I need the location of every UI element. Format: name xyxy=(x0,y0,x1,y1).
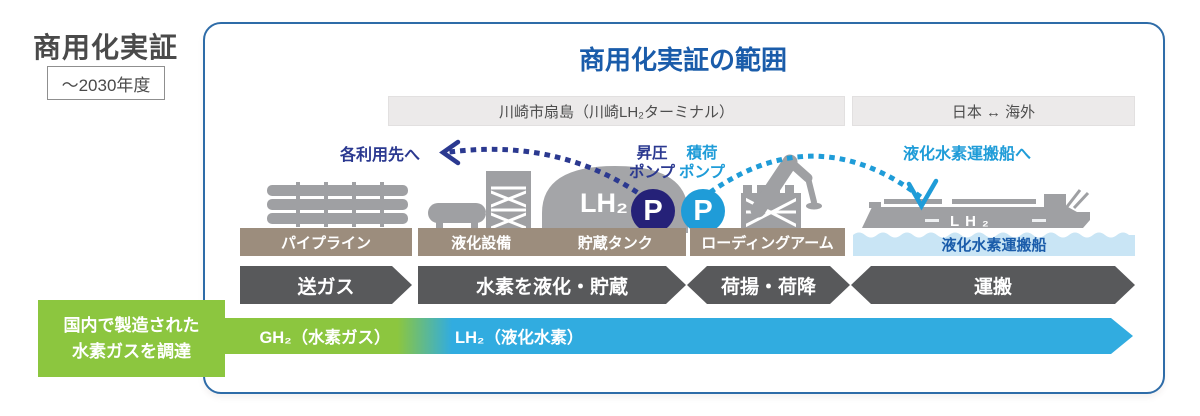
to-users-label: 各利用先へ xyxy=(340,147,421,164)
flow-gh2-label: GH₂（水素ガス） xyxy=(259,329,391,347)
storage-tank-caption: 貯蔵タンク xyxy=(577,234,653,252)
boost-pump-label-line1: 昇圧 xyxy=(636,145,668,162)
domestic-supply-box: 国内で製造された 水素ガスを調達 xyxy=(38,300,225,377)
scope-title: 商用化実証の範囲 xyxy=(578,45,787,75)
liquefaction-caption-bar: 液化設備 貯蔵タンク xyxy=(418,228,686,256)
boost-pump-icon: P xyxy=(631,189,675,233)
process-step-gas-send: 送ガス xyxy=(240,266,412,304)
process-step-transport: 運搬 xyxy=(851,266,1135,304)
loading-pump-symbol: P xyxy=(693,194,713,227)
liquefaction-caption: 液化設備 xyxy=(451,234,512,252)
flow-lh2-label: LH₂（液化水素） xyxy=(455,329,584,347)
loading-pump-label: 積荷 ポンプ xyxy=(674,144,730,182)
boost-pump-symbol: P xyxy=(643,194,663,227)
process-step-liquefy-store: 水素を液化・貯蔵 xyxy=(418,266,686,304)
loading-pump-label-line2: ポンプ xyxy=(678,164,726,181)
loading-pump-icon: P xyxy=(681,189,725,233)
boost-pump-label: 昇圧 ポンプ xyxy=(624,144,680,182)
supply-line2: 水素ガスを調達 xyxy=(72,341,191,361)
terminal-header: 川崎市扇島（川崎LH₂ターミナル） xyxy=(388,96,845,126)
period-box: ～2030年度 xyxy=(47,66,165,100)
to-ship-label: 液化水素運搬船へ xyxy=(903,146,1032,163)
boost-pump-label-line2: ポンプ xyxy=(628,164,676,181)
loading-arm-caption: ローディングアーム xyxy=(690,228,845,256)
process-step-label: 運搬 xyxy=(973,276,1012,298)
carrier-caption: 液化水素運搬船 xyxy=(941,236,1047,254)
process-step-label: 荷揚・荷降 xyxy=(720,276,816,298)
process-step-load-unload: 荷揚・荷降 xyxy=(687,266,850,304)
page-title: 商用化実証 xyxy=(33,32,179,63)
supply-line1: 国内で製造された xyxy=(63,315,200,335)
period-label: ～2030年度 xyxy=(61,75,151,95)
pipeline-caption: パイプライン xyxy=(240,228,412,256)
process-step-label: 送ガス xyxy=(297,276,355,298)
loading-pump-label-line1: 積荷 xyxy=(686,145,718,162)
route-header: 日本 ↔ 海外 xyxy=(852,96,1135,126)
process-step-label: 水素を液化・貯蔵 xyxy=(475,276,628,298)
hydrogen-flow-bar: GH₂（水素ガス） LH₂（液化水素） xyxy=(225,318,1133,354)
